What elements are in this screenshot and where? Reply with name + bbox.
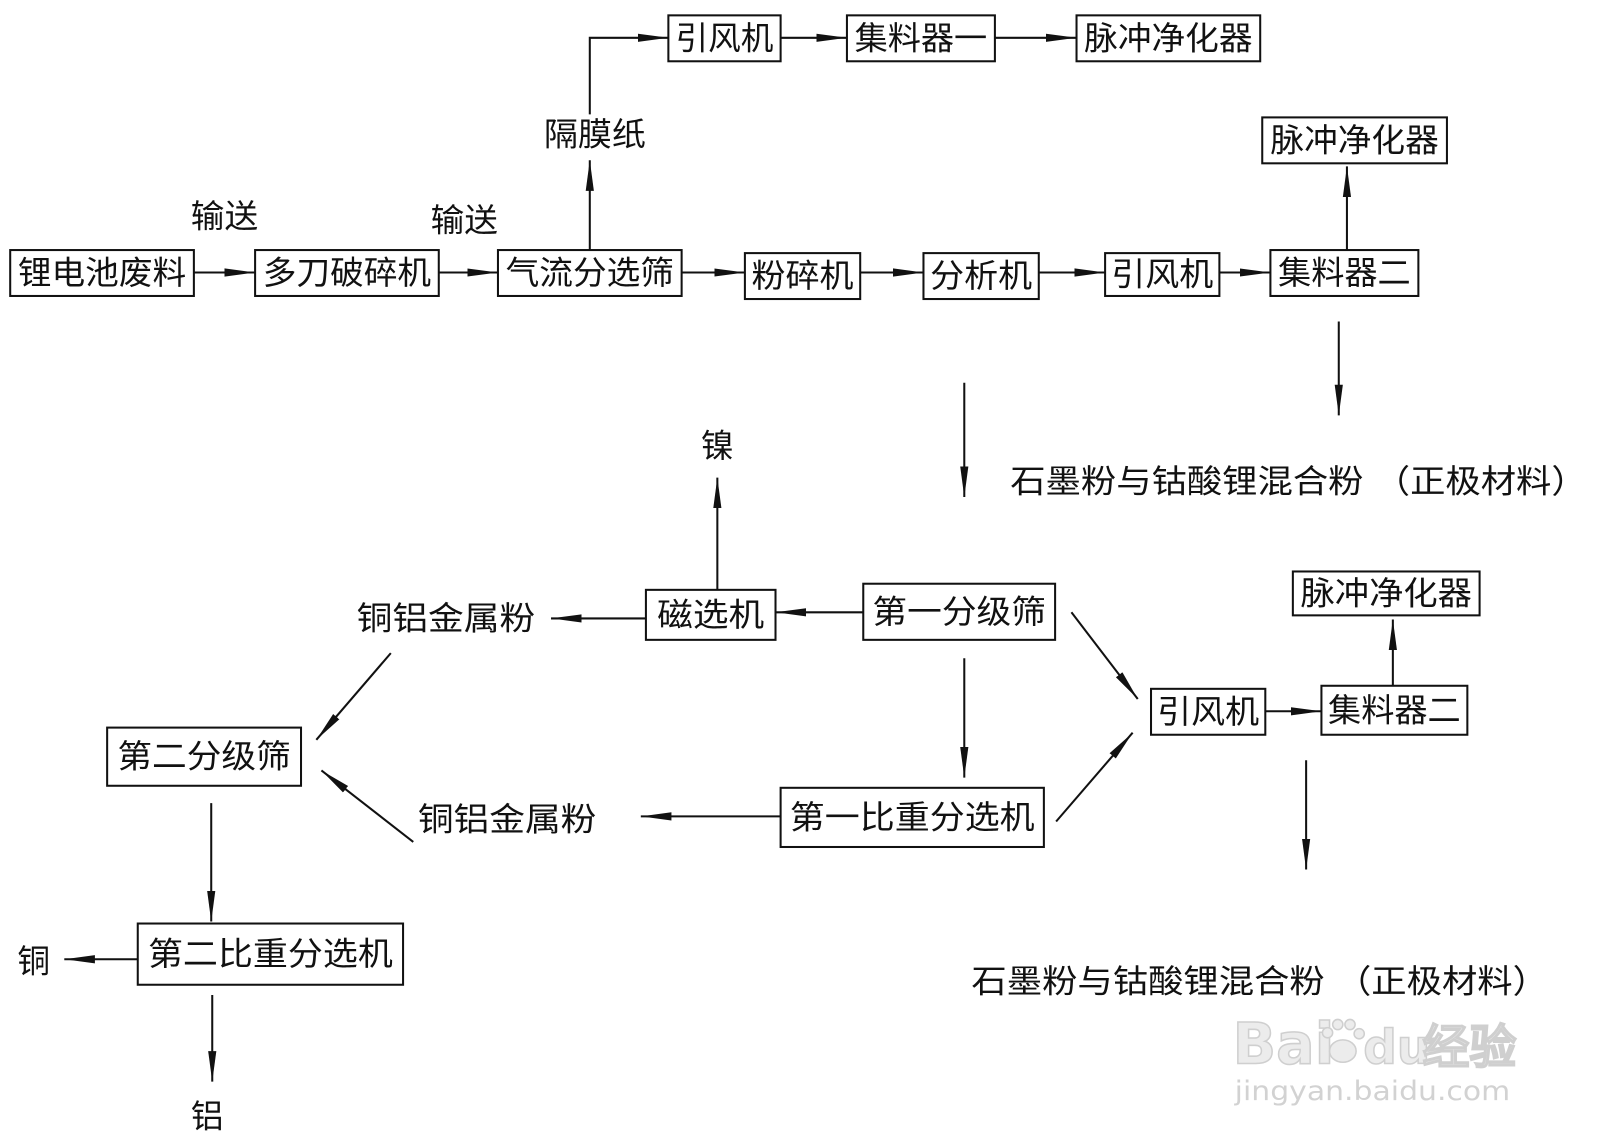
lower-product-label: 石墨粉与钴酸锂混合粉 （正极材料） (971, 963, 1548, 1001)
node-crusher: 多刀破碎机 (254, 249, 440, 297)
lower-purifier-label: 脉冲净化器 (1301, 574, 1472, 612)
watermark-logo-left: Bai (1233, 1011, 1335, 1077)
node-magnetic-separator: 磁选机 (644, 588, 777, 641)
upper-purifier-label: 脉冲净化器 (1270, 121, 1438, 159)
lower-fan-label: 引风机 (1157, 693, 1259, 731)
collector-2-lower-box (1320, 684, 1469, 736)
top-fan-label: 引风机 (676, 19, 774, 57)
node-waste: 锂电池废料 (9, 249, 195, 297)
copper-label: 铜 (17, 942, 50, 980)
pulverizer-box (743, 252, 862, 301)
top-purifier-label: 脉冲净化器 (1084, 19, 1252, 57)
waste-label: 锂电池废料 (18, 254, 186, 292)
cu-al-powder-label-1: 铜铝金属粉 (357, 599, 536, 637)
air-screen-box (496, 249, 683, 297)
arrow-cu-al-powder-2-to-second-screen (320, 769, 414, 843)
node-second-gravity-separator: 第二比重分选机 (136, 922, 405, 986)
second-gravity-separator-label: 第二比重分选机 (148, 935, 393, 973)
node-mid-fan: 引风机 (1104, 252, 1221, 297)
paw-icon (1321, 1018, 1366, 1064)
node-analyzer: 分析机 (922, 252, 1040, 301)
node-pulverizer: 粉碎机 (743, 252, 862, 301)
watermark-logo-cn: 经验 (1422, 1020, 1516, 1075)
first-screen-label: 第一分级筛 (872, 593, 1045, 631)
watermark: Bai du 经验 jingyan.baidu.com (1232, 1011, 1517, 1108)
node-upper-purifier: 脉冲净化器 (1261, 116, 1448, 165)
lower-fan-box (1150, 687, 1267, 736)
watermark-logo-right: du (1363, 1020, 1430, 1075)
crusher-box (254, 249, 440, 297)
collector-2-lower-label: 集料器二 (1328, 691, 1461, 729)
collector-1-label: 集料器一 (855, 19, 988, 57)
waste-box (9, 249, 195, 297)
node-top-purifier: 脉冲净化器 (1075, 14, 1262, 63)
node-first-screen: 第一分级筛 (862, 582, 1057, 641)
collector-1-box (845, 14, 996, 63)
second-screen-box (106, 726, 303, 787)
mid-fan-box (1104, 252, 1221, 297)
analyzer-box (922, 252, 1040, 301)
upper-product-label: 石墨粉与钴酸锂混合粉 （正极材料） (1010, 463, 1587, 501)
arrow-first-gravity-to-lower-fan (1055, 732, 1134, 823)
first-gravity-separator-label: 第一比重分选机 (790, 798, 1035, 836)
node-top-fan: 引风机 (667, 14, 782, 63)
first-screen-box (862, 582, 1057, 641)
watermark-url: jingyan.baidu.com (1234, 1076, 1511, 1107)
nickel-label: 镍 (701, 427, 734, 465)
analyzer-label: 分析机 (930, 257, 1032, 295)
arrow-first-screen-to-lower-fan (1070, 611, 1139, 700)
magnetic-separator-label: 磁选机 (657, 596, 764, 634)
air-screen-label: 气流分选筛 (506, 254, 674, 292)
node-lower-fan: 引风机 (1150, 687, 1267, 736)
crusher-label: 多刀破碎机 (263, 254, 431, 292)
node-collector-2-upper: 集料器二 (1269, 249, 1420, 297)
node-collector-2-lower: 集料器二 (1320, 684, 1469, 736)
node-air-screen: 气流分选筛 (496, 249, 683, 297)
upper-purifier-box (1261, 116, 1448, 165)
convey-label-2: 输送 (431, 201, 498, 239)
node-lower-purifier: 脉冲净化器 (1291, 570, 1481, 617)
pulverizer-label: 粉碎机 (752, 257, 854, 295)
second-gravity-separator-box (136, 922, 405, 986)
top-purifier-box (1075, 14, 1262, 63)
node-first-gravity-separator: 第一比重分选机 (779, 786, 1045, 849)
convey-label-1: 输送 (191, 197, 258, 235)
first-gravity-separator-box (779, 786, 1045, 849)
second-screen-label: 第二分级筛 (117, 738, 290, 776)
collector-2-upper-label: 集料器二 (1278, 254, 1411, 292)
aluminum-label: 铝 (191, 1097, 224, 1135)
arrow-cu-al-powder-1-to-second-screen (315, 652, 392, 741)
lower-purifier-box (1291, 570, 1481, 617)
mid-fan-label: 引风机 (1111, 256, 1213, 294)
arrow-separator-paper-to-top-fan (588, 33, 669, 115)
separator-paper-label: 隔膜纸 (544, 116, 646, 154)
node-collector-1: 集料器一 (845, 14, 996, 63)
node-second-screen: 第二分级筛 (106, 726, 303, 787)
cu-al-powder-label-2: 铜铝金属粉 (418, 800, 597, 838)
